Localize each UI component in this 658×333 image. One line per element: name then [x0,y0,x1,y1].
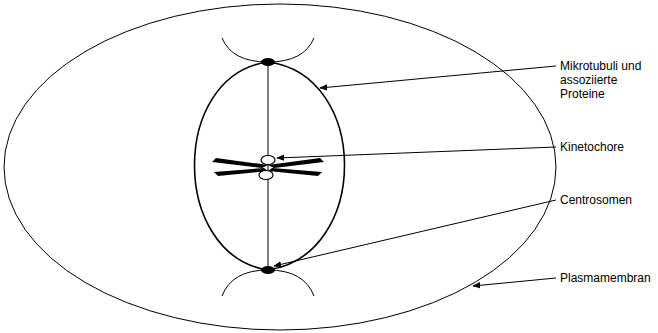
part-label: Centrosomen [560,193,655,207]
leader-line [274,200,556,266]
part-label: Kinetochore [560,140,655,154]
leader-line [320,66,556,88]
kinetochore [261,156,275,165]
centrosome [261,266,275,274]
centrosome [261,58,275,66]
plasma-membrane [4,4,556,330]
spindle-fibre [268,62,269,270]
part-label: Mikrotubuli und assoziierte Proteine [560,59,655,101]
chromosome-arm [268,158,324,168]
part-label: Plasmamembran [560,271,655,285]
spindle-fibre [268,62,345,270]
spindle-fibre [195,62,269,270]
chromosome-arm [268,168,322,176]
chromosome-arm [212,158,268,168]
leader-line [473,278,556,286]
leader-line [277,147,556,158]
kinetochore [259,171,273,180]
